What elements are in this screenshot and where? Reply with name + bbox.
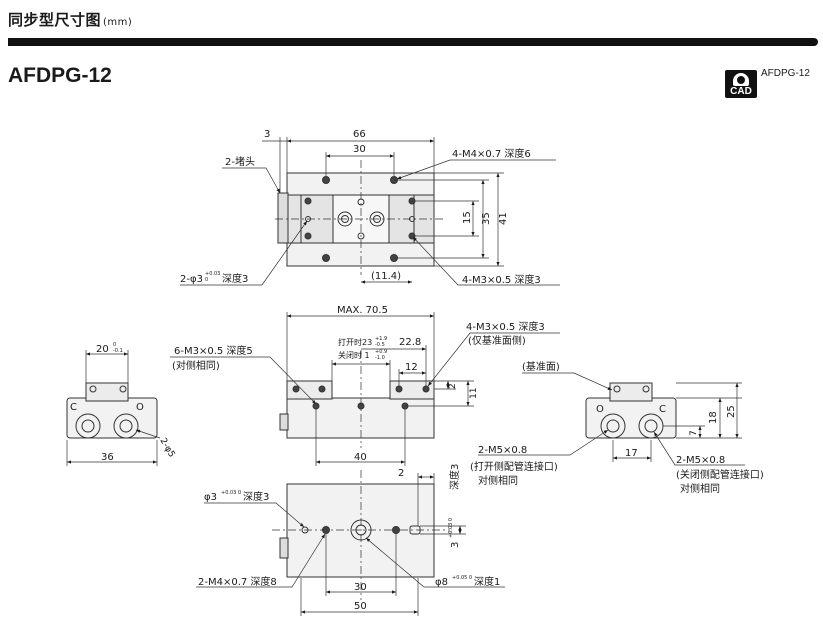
front-m3-note: (仅基准面侧) [468, 334, 526, 347]
tol-20-upper: 0 [113, 342, 116, 348]
phi8-depth: 深度1 [474, 575, 500, 588]
bottom-depth3: 深度3 [448, 464, 461, 490]
m5-open-same: 对侧相同 [478, 474, 518, 487]
left-view [66, 350, 161, 466]
top-m3-label: 4-M3×0.5 深度3 [462, 273, 541, 286]
model-name: AFDPG-12 [8, 64, 112, 87]
datum-label: (基准面) [522, 360, 560, 373]
front-dim-2: 2 [448, 383, 458, 389]
pin-tol-upper: +0.03 [205, 271, 220, 277]
m5-close-same: 对侧相同 [680, 482, 720, 495]
right-letter-c: C [659, 404, 666, 415]
pin-tol-lower: 0 [205, 277, 208, 283]
pin-depth: 深度3 [222, 272, 248, 285]
section-title: 同步型尺寸图(mm) [8, 9, 132, 30]
front-m3-label: 4-M3×0.5 深度3 [466, 320, 545, 333]
front-dim-40: 40 [354, 452, 367, 463]
phi8-label: φ8 [435, 577, 448, 588]
open-tol-lower: -0.5 [375, 342, 385, 348]
close-tol-upper: +0.9 [375, 349, 387, 355]
bottom-dim-2: 2 [398, 468, 404, 479]
front-dim-22-8: 22.8 [399, 337, 421, 348]
bottom-view [196, 470, 505, 616]
right-dim-18: 18 [708, 411, 719, 424]
right-dim-7: 7 [689, 430, 699, 436]
left-dim-36: 36 [101, 452, 114, 463]
top-dim-30: 30 [353, 144, 366, 155]
cad-badge-text: CAD [730, 86, 752, 97]
right-dim-17: 17 [625, 448, 638, 459]
section-title-text: 同步型尺寸图 [8, 11, 102, 29]
close-tol-lower: -1.0 [375, 355, 385, 361]
top-plug [277, 192, 289, 244]
m5-close-note: (关闭侧配管连接口) [676, 468, 764, 481]
left-jaw [85, 382, 129, 402]
bottom-body [286, 483, 435, 578]
cad-model-label[interactable]: AFDPG-12 [761, 68, 810, 79]
m5-close-label: 2-M5×0.8 [676, 455, 725, 466]
tol-20-lower: -0.1 [113, 348, 123, 354]
right-jaw [609, 382, 653, 402]
front-dim-12: 12 [405, 362, 418, 373]
top-dim-3: 3 [264, 129, 270, 140]
right-view [478, 372, 745, 466]
plug-label: 2-堵头 [225, 155, 255, 168]
unit-label: (mm) [103, 17, 133, 28]
top-dim-11-4: (11.4) [371, 271, 401, 282]
front-dim-max: MAX. 70.5 [337, 305, 388, 316]
top-dim-15: 15 [462, 211, 473, 224]
front-dim-11: 11 [469, 388, 479, 399]
bottom-dim-50: 50 [354, 601, 367, 612]
m5-open-label: 2-M5×0.8 [478, 445, 527, 456]
left-letter-o: O [136, 402, 144, 413]
left-phi5: 2-φ5 [157, 437, 176, 460]
bottom-pin-depth: 深度3 [243, 490, 269, 503]
bottom-pin-label: φ3 [204, 492, 217, 503]
bottom-m4-label: 2-M4×0.7 深度8 [198, 575, 277, 588]
cad-icon[interactable]: CAD [725, 70, 757, 98]
close-label: 关闭时 1 [338, 350, 370, 360]
top-dim-66: 66 [353, 129, 366, 140]
front-right-jaw [389, 380, 435, 400]
front-view [170, 312, 560, 466]
bottom-pin-tol: +0.03 0 [221, 490, 241, 496]
top-dim-41: 41 [498, 212, 509, 225]
side-m3-note: (对侧相同) [172, 359, 220, 372]
cad-disc-icon [733, 73, 749, 86]
phi8-tol: +0.05 0 [452, 575, 472, 581]
left-letter-c: C [70, 402, 77, 413]
left-dim-20: 20 [96, 344, 109, 355]
top-dim-35: 35 [481, 212, 492, 225]
right-dim-25: 25 [726, 405, 737, 418]
title-bar [8, 38, 818, 46]
bottom-dim-30: 30 [354, 582, 367, 593]
bottom-dim-3v: 3 [450, 542, 461, 548]
side-m3-label: 6-M3×0.5 深度5 [174, 344, 253, 357]
pin-label: 2-φ3 [180, 274, 203, 285]
m5-open-note: (打开侧配管连接口) [470, 460, 558, 473]
right-letter-o: O [596, 404, 604, 415]
bottom-tol-3v: +0.03 0 [448, 518, 454, 538]
open-tol-upper: +1.9 [375, 336, 387, 342]
top-m4-label: 4-M4×0.7 深度6 [452, 147, 531, 160]
open-label: 打开时23 [338, 337, 372, 347]
top-view [180, 137, 560, 286]
